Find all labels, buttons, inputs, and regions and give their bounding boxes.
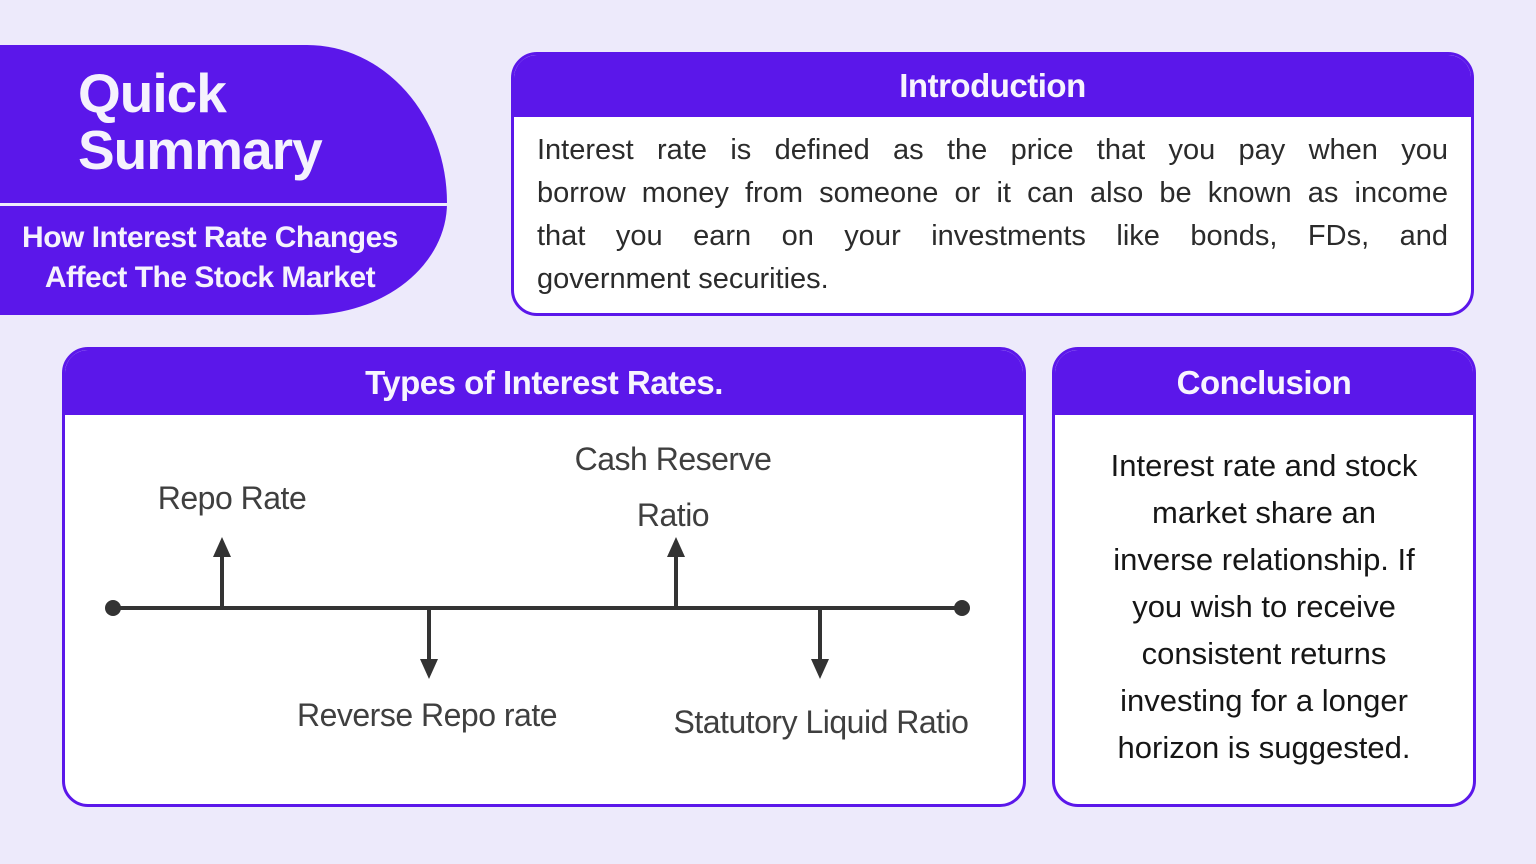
text-line: inverse relationship. If [1113,542,1415,577]
statutory-liquid-ratio-down-arrow [811,610,829,679]
conclusion-card: Conclusion Interest rate and stock market… [1052,347,1476,807]
text-line: borrow money from someone or it can also… [537,177,1448,209]
introduction-card-body: Interest rate is defined as the price th… [514,117,1471,301]
conclusion-card-header: Conclusion [1055,350,1473,415]
types-card-header: Types of Interest Rates. [65,350,1023,415]
cash-reserve-ratio-label: Cash Reserve Ratio [574,441,772,533]
text-line: you wish to receive [1132,589,1396,624]
types-card-body: Repo Rate Cash Reserve Ratio Reverse Rep… [65,415,1023,804]
text-line: government securities. [537,263,829,295]
interest-rates-timeline-diagram [105,537,970,679]
timeline-start-dot [105,600,121,616]
timeline-axis [105,600,970,616]
conclusion-card-body: Interest rate and stock market share an in… [1055,415,1473,771]
cash-reserve-ratio-up-arrow [667,537,685,606]
text-line: horizon is suggested. [1117,730,1411,765]
introduction-card: Introduction Interest rate is defined as… [511,52,1474,316]
introduction-card-header: Introduction [514,55,1471,117]
text-line: that you earn on your investments like b… [537,220,1448,252]
text-line: Interest rate and stock [1110,448,1418,483]
text-line: investing for a longer [1120,683,1408,718]
text-line: Interest rate is defined as the price th… [537,134,1448,166]
summary-divider [0,203,447,206]
reverse-repo-rate-down-arrow [420,610,438,679]
repo-rate-label: Repo Rate [157,480,307,516]
statutory-liquid-ratio-label: Statutory Liquid Ratio [673,704,969,740]
text-line: consistent returns [1141,636,1387,671]
timeline-end-dot [954,600,970,616]
text-line: Affect The Stock Market [44,261,376,294]
types-card-title: Types of Interest Rates. [365,363,723,401]
reverse-repo-rate-label: Reverse Repo rate [296,697,558,733]
text-line: Summary [78,119,323,181]
text-line: market share an [1152,495,1376,530]
text-line: How Interest Rate Changes [22,221,398,254]
repo-rate-up-arrow [213,537,231,606]
conclusion-card-title: Conclusion [1176,363,1352,401]
types-card: Types of Interest Rates. [62,347,1026,807]
introduction-card-title: Introduction [899,67,1086,104]
text-line: Quick [78,62,227,124]
